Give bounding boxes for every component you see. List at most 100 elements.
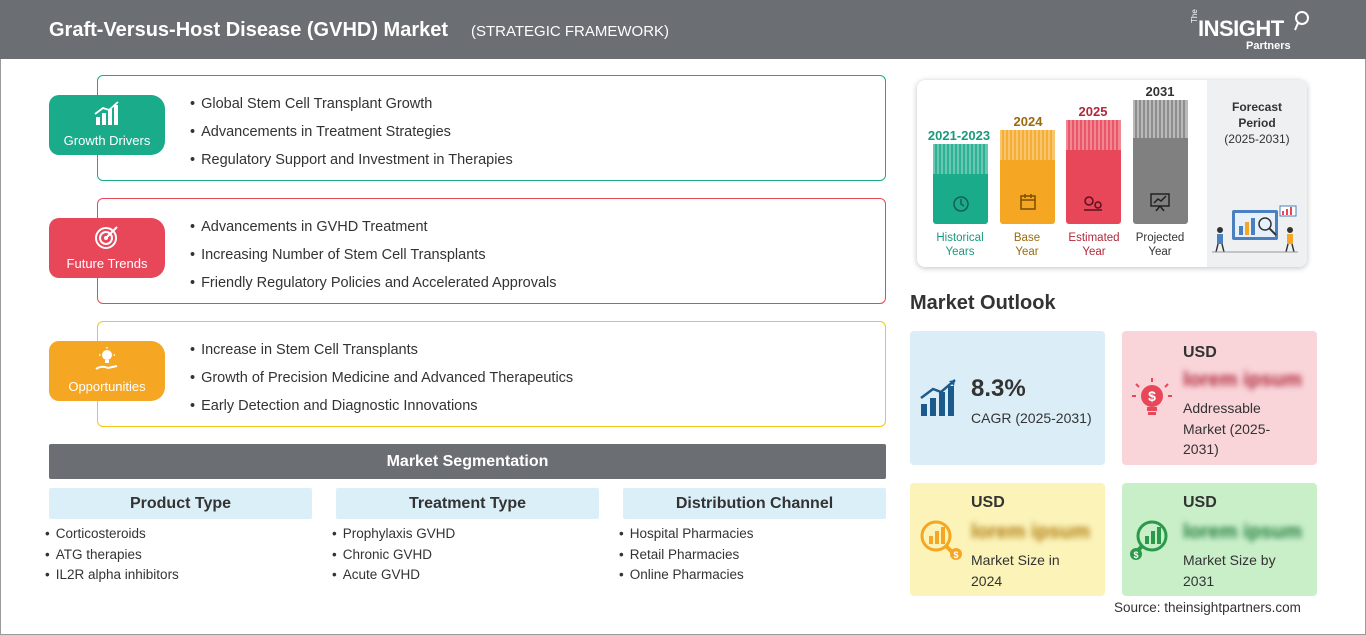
timeline-label-line: Year — [1082, 246, 1106, 258]
timeline-bar-historical — [933, 144, 988, 224]
growth-drivers-box: Global Stem Cell Transplant Growth Advan… — [97, 75, 886, 181]
list-item: ATG therapies — [45, 547, 179, 568]
gears-icon — [1084, 196, 1102, 211]
header-bar: Graft-Versus-Host Disease (GVHD) Market … — [0, 0, 1366, 59]
distribution-channel-heading: Distribution Channel — [623, 488, 886, 519]
list-item: IL2R alpha inhibitors — [45, 567, 179, 588]
addressable-label-line: Market (2025- — [1183, 420, 1271, 437]
future-trends-badge: Future Trends — [49, 218, 165, 278]
svg-text:$: $ — [1148, 388, 1156, 404]
market-size-search-icon: $ — [920, 520, 962, 560]
list-item: Acute GVHD — [332, 567, 455, 588]
cagr-label: CAGR (2025-2031) — [971, 410, 1092, 426]
bar-stripes — [1133, 100, 1188, 138]
size-2031-label: Market Size by 2031 — [1183, 550, 1276, 591]
size-2031-label-line: 2031 — [1183, 572, 1215, 589]
list-item: Growth of Precision Medicine and Advance… — [190, 369, 573, 397]
timeline-label-projected: Projected Year — [1125, 231, 1195, 259]
timeline-year-estimated: 2025 — [1078, 104, 1108, 119]
bar-stripes — [1000, 130, 1055, 160]
list-item: Friendly Regulatory Policies and Acceler… — [190, 274, 556, 302]
growth-chart-icon — [920, 379, 956, 416]
size-2024-value: lorem ipsum — [971, 521, 1090, 543]
timeline-label-line: Estimated — [1068, 232, 1120, 244]
market-segmentation-title: Market Segmentation — [49, 444, 886, 479]
list-item: Advancements in Treatment Strategies — [190, 123, 513, 151]
bar-stripes — [933, 144, 988, 174]
forecast-label: Period — [1238, 116, 1276, 130]
treatment-type-heading: Treatment Type — [336, 488, 599, 519]
forecast-period-text: Forecast Period (2025-2031) — [1217, 99, 1297, 147]
dollar-bulb-icon: $ — [1132, 378, 1172, 415]
growth-drivers-badge: Growth Drivers — [49, 95, 165, 155]
history-clock-icon — [953, 196, 969, 212]
logo-partners: Partners — [1246, 40, 1291, 52]
size-2031-value: lorem ipsum — [1183, 521, 1302, 543]
logo-insight: INSIGHT — [1198, 16, 1284, 41]
timeline-panel: 2021-2023 Historical Years 2024 — [917, 80, 1307, 267]
market-size-2024-card: $ USD lorem ipsum Market Size in 2024 — [910, 483, 1105, 596]
growth-drivers-label: Growth Drivers — [63, 133, 151, 148]
timeline-label-line: Projected — [1135, 232, 1185, 244]
list-item: Regulatory Support and Investment in The… — [190, 151, 513, 179]
market-size-2031-card: $ USD lorem ipsum Market Size by 2031 — [1122, 483, 1317, 596]
opportunities-label: Opportunities — [68, 379, 146, 394]
market-size-search-icon: $ — [1130, 520, 1168, 560]
growth-chart-icon — [94, 101, 119, 125]
list-item: Global Stem Cell Transplant Growth — [190, 95, 513, 123]
size-2024-label-line: Market Size in — [971, 552, 1060, 568]
forecast-range: (2025-2031) — [1224, 132, 1290, 146]
page-title: Graft-Versus-Host Disease (GVHD) Market — [49, 19, 449, 41]
calendar-icon — [1020, 194, 1036, 210]
analytics-people-illustration — [1212, 205, 1298, 253]
cagr-card: 8.3% CAGR (2025-2031) — [910, 331, 1105, 465]
growth-drivers-list: Global Stem Cell Transplant Growth Advan… — [190, 95, 513, 179]
source-note: Source: theinsightpartners.com — [1114, 600, 1301, 615]
list-item: Hospital Pharmacies — [619, 526, 754, 547]
size-2031-label-line: Market Size by — [1183, 552, 1276, 568]
list-item: Retail Pharmacies — [619, 547, 754, 568]
size-2024-label: Market Size in 2024 — [971, 550, 1060, 591]
size-2024-currency: USD — [971, 494, 1005, 511]
logo-magnifier-icon — [1294, 11, 1309, 31]
list-item: Chronic GVHD — [332, 547, 455, 568]
addressable-label: Addressable Market (2025- 2031) — [1183, 398, 1270, 460]
opportunities-badge: Opportunities — [49, 341, 165, 401]
timeline-label-line: Year — [1148, 246, 1172, 258]
timeline-label-line: Historical — [936, 232, 984, 244]
timeline-label-base: Base Year — [992, 231, 1062, 259]
svg-text:$: $ — [1133, 550, 1138, 560]
timeline-bar-estimated — [1066, 120, 1121, 224]
page-subtitle: (STRATEGIC FRAMEWORK) — [471, 23, 670, 40]
timeline-year-historical: 2021-2023 — [927, 128, 991, 143]
bar-stripes — [1066, 120, 1121, 150]
future-trends-label: Future Trends — [66, 256, 148, 271]
distribution-channel-list: Hospital Pharmacies Retail Pharmacies On… — [619, 526, 754, 588]
timeline-bar-base — [1000, 130, 1055, 224]
list-item: Increase in Stem Cell Transplants — [190, 341, 573, 369]
size-2031-currency: USD — [1183, 494, 1217, 511]
timeline-label-estimated: Estimated Year — [1059, 231, 1129, 259]
list-item: Online Pharmacies — [619, 567, 754, 588]
target-icon — [95, 226, 118, 249]
timeline-label-line: Year — [1015, 246, 1039, 258]
list-item: Corticosteroids — [45, 526, 179, 547]
timeline-year-projected: 2031 — [1145, 84, 1175, 99]
treatment-type-list: Prophylaxis GVHD Chronic GVHD Acute GVHD — [332, 526, 456, 588]
product-type-list: Corticosteroids ATG therapies IL2R alpha… — [45, 526, 179, 588]
opportunities-box: Increase in Stem Cell Transplants Growth… — [97, 321, 886, 427]
opportunities-list: Increase in Stem Cell Transplants Growth… — [190, 341, 573, 425]
market-outlook-title: Market Outlook — [910, 292, 1056, 314]
forecast-label: Forecast — [1231, 100, 1283, 114]
future-trends-list: Advancements in GVHD Treatment Increasin… — [190, 218, 557, 302]
timeline-label-historical: Historical Years — [925, 231, 995, 259]
svg-text:$: $ — [953, 550, 958, 560]
addressable-value: lorem ipsum — [1183, 369, 1302, 391]
list-item: Early Detection and Diagnostic Innovatio… — [190, 397, 573, 425]
addressable-currency: USD — [1183, 344, 1217, 361]
lightbulb-hand-icon — [95, 347, 118, 370]
product-type-heading: Product Type — [49, 488, 312, 519]
addressable-label-line: 2031) — [1183, 441, 1219, 457]
list-item: Advancements in GVHD Treatment — [190, 218, 557, 246]
future-trends-box: Advancements in GVHD Treatment Increasin… — [97, 198, 886, 304]
